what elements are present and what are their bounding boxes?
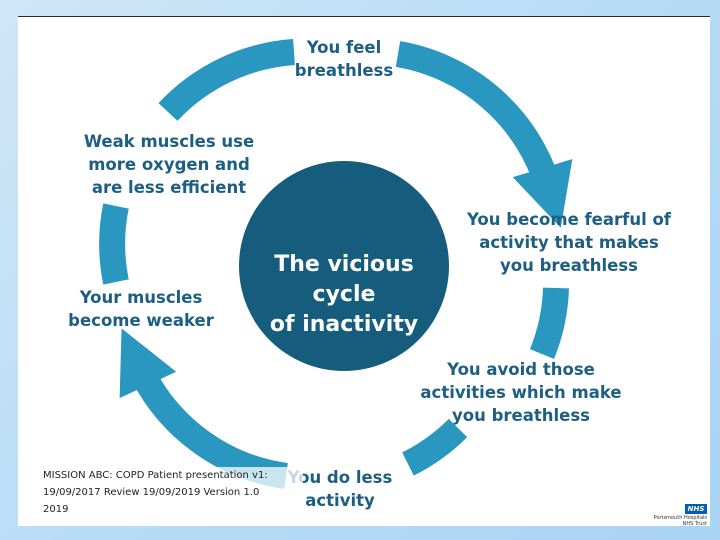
nhs-logo: NHS bbox=[685, 504, 707, 514]
cycle-arc-bottom-right bbox=[401, 418, 468, 476]
slide-top-border bbox=[18, 16, 710, 17]
cycle-arrow-top-right bbox=[395, 41, 573, 228]
trust-name: Portsmouth Hospitals NHS Trust bbox=[653, 515, 707, 526]
cycle-arc-top-left bbox=[158, 39, 296, 122]
step-weak-muscles: Weak muscles use more oxygen and are les… bbox=[83, 132, 255, 197]
step-muscles-weaker: Your muscles become weaker bbox=[68, 288, 214, 330]
step-avoid-activities: You avoid those activities which make yo… bbox=[420, 360, 622, 425]
cycle-arrow-bottom-left bbox=[119, 328, 288, 489]
step-become-fearful: You become fearful of activity that make… bbox=[467, 210, 671, 275]
cycle-arc-right bbox=[529, 287, 569, 359]
center-title: The vicious cycle of inactivity bbox=[269, 252, 419, 337]
cycle-diagram bbox=[99, 39, 573, 489]
step-feel-breathless: You feel breathless bbox=[294, 38, 394, 80]
center-circle bbox=[239, 161, 449, 371]
footer-text: MISSION ABC: COPD Patient presentation v… bbox=[43, 467, 303, 518]
cycle-arc-left bbox=[99, 203, 129, 285]
slide: The vicious cycle of inactivity You feel… bbox=[18, 16, 710, 526]
